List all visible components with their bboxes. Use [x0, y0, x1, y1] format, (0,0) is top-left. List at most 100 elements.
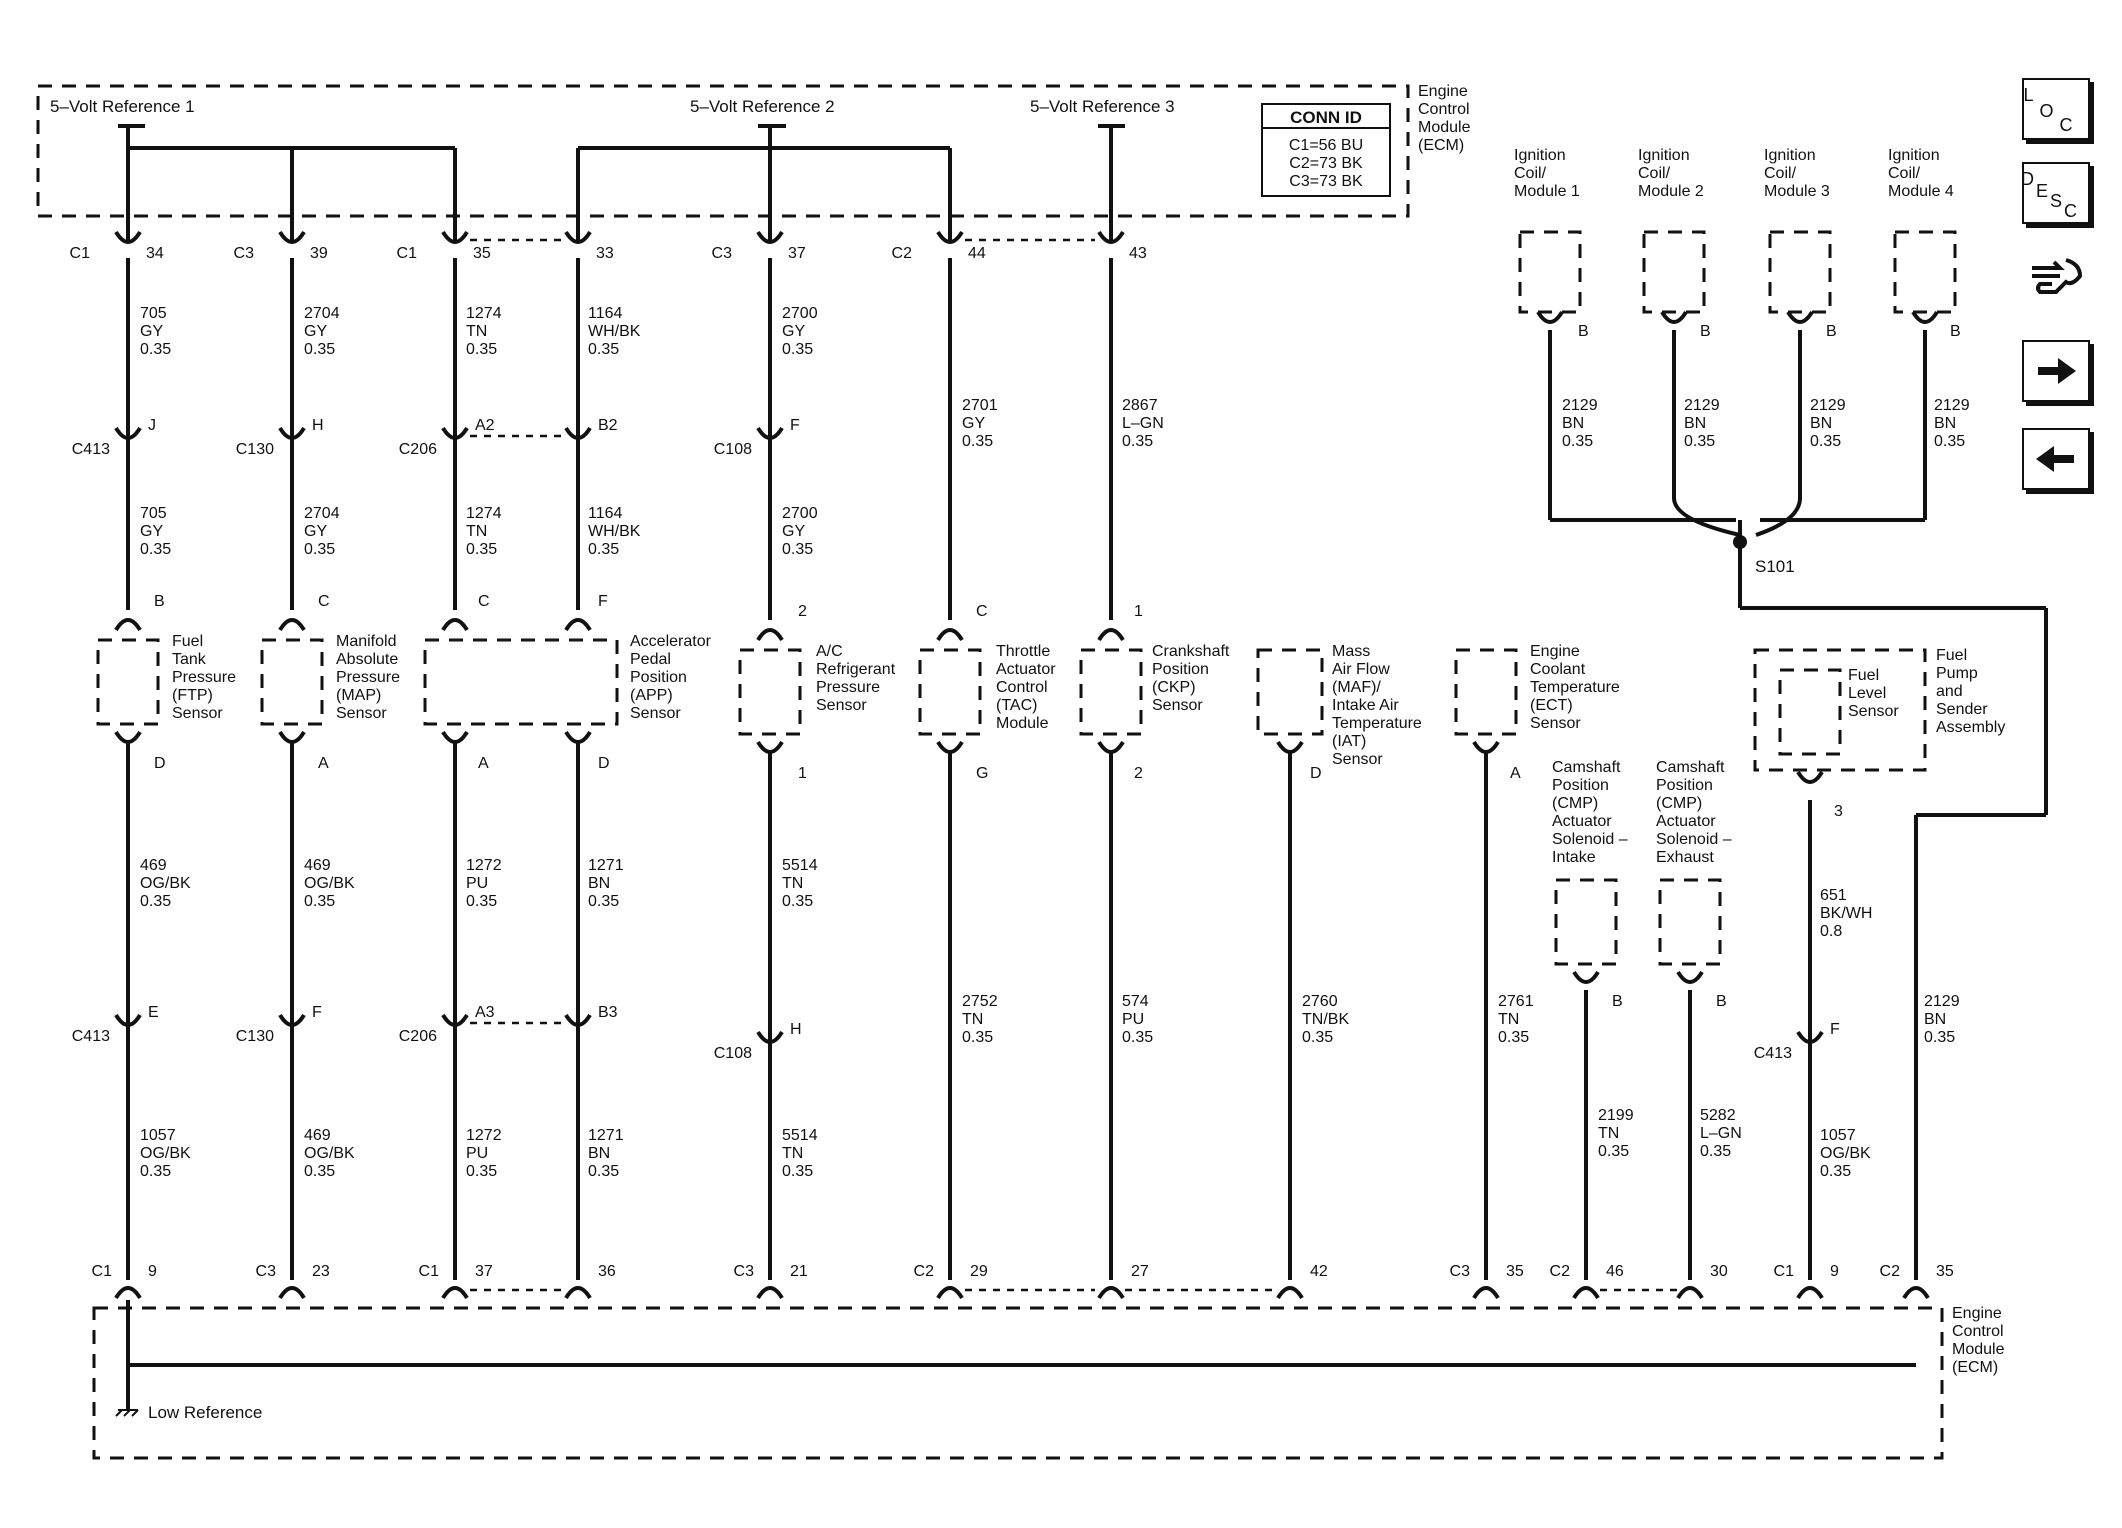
- connector-id: C3: [1450, 1263, 1471, 1280]
- component-label-coil1: Module 1: [1514, 183, 1580, 200]
- wire-label: 2199: [1598, 1107, 1634, 1124]
- connector-symbol: [441, 618, 469, 632]
- component-label-cmp_ex: Position: [1656, 777, 1713, 794]
- wire-label: BN: [1810, 415, 1832, 432]
- wire-label: 705: [140, 305, 167, 322]
- wire-label: 0.35: [466, 541, 497, 558]
- connector-symbol: [564, 730, 592, 744]
- loc-letter: O: [2039, 100, 2054, 121]
- component-label-ac: Refrigerant: [816, 661, 896, 678]
- wire-label: TN: [1598, 1125, 1619, 1142]
- connector-pin: 33: [596, 245, 614, 262]
- wire-label: OG/BK: [304, 1145, 355, 1162]
- wire-label: OG/BK: [140, 875, 191, 892]
- reference-bus: [118, 124, 1125, 240]
- connector-pin: 35: [473, 245, 491, 262]
- component-pin: B: [1950, 323, 1961, 340]
- ecm-bottom-label-1: Engine: [1952, 1305, 2002, 1322]
- inline-connector-id: C130: [236, 441, 274, 458]
- wire-label: 2761: [1498, 993, 1534, 1010]
- wire-label: 0.35: [1302, 1029, 1333, 1046]
- tools-button[interactable]: [2022, 246, 2086, 304]
- component-label-cmp_in: Position: [1552, 777, 1609, 794]
- connector-symbol: [114, 1286, 142, 1300]
- connector-id: C1: [1774, 1263, 1795, 1280]
- component-label-map: Pressure: [336, 669, 400, 686]
- conn-id-table: CONN ID C1=56 BU C2=73 BK C3=73 BK: [1261, 103, 1391, 197]
- connector-symbol: [564, 1286, 592, 1300]
- wire-label: OG/BK: [304, 875, 355, 892]
- connector-symbol: [441, 1013, 469, 1027]
- wire-label: 0.35: [782, 341, 813, 358]
- component-pin: D: [154, 755, 166, 772]
- arrow-left-icon: [2036, 446, 2074, 472]
- component-label-ect: Temperature: [1530, 679, 1620, 696]
- conn-id-row: C2=73 BK: [1289, 155, 1363, 172]
- wire-label: BK/WH: [1820, 905, 1872, 922]
- component-label-map: (MAP): [336, 687, 381, 704]
- component-label-ftp: (FTP): [172, 687, 213, 704]
- component-label-coil2: Module 2: [1638, 183, 1704, 200]
- inline-connector-id: C413: [72, 441, 110, 458]
- wire-label: 0.35: [466, 341, 497, 358]
- ecm-bottom-label-4: (ECM): [1952, 1359, 1998, 1376]
- component-label-maf: (IAT): [1332, 733, 1366, 750]
- ecm-top-box: [36, 84, 1410, 218]
- next-button[interactable]: [2022, 340, 2090, 402]
- connector-symbol: [441, 426, 469, 440]
- component-label-coil3: Coil/: [1764, 165, 1797, 182]
- component-label-fuel_pump: Sender: [1936, 701, 1988, 718]
- wire-label: 1164: [588, 505, 623, 522]
- component-label-ac: A/C: [816, 643, 843, 660]
- connector-symbol: [1786, 310, 1814, 324]
- wire-label: 0.35: [1684, 433, 1715, 450]
- previous-button[interactable]: [2022, 428, 2090, 490]
- connector-symbol: [278, 618, 306, 632]
- connector-symbol: [1472, 1286, 1500, 1300]
- ref2-label: 5–Volt Reference 2: [690, 97, 835, 116]
- inline-connector-pin: A2: [475, 417, 495, 434]
- component-label-app: Accelerator: [630, 633, 712, 650]
- connector-symbol: [1097, 628, 1125, 642]
- wire-label: GY: [140, 323, 163, 340]
- wire-label: WH/BK: [588, 323, 641, 340]
- connector-symbol: [441, 1286, 469, 1300]
- connector-symbol: [114, 730, 142, 744]
- wire-label: 2704: [304, 305, 340, 322]
- wire-label: 0.35: [304, 341, 335, 358]
- inline-connector-id: C108: [714, 441, 752, 458]
- component-label-ckp: Sensor: [1152, 697, 1203, 714]
- wire-label: 0.35: [304, 1163, 335, 1180]
- connector-id: C2: [1880, 1263, 1901, 1280]
- component-label-cmp_in: (CMP): [1552, 795, 1598, 812]
- connector-id: C3: [734, 1263, 755, 1280]
- loc-button[interactable]: L O C: [2022, 78, 2090, 140]
- inline-connector-pin: F: [312, 1004, 322, 1021]
- component-label-app: (APP): [630, 687, 673, 704]
- wire-label: BN: [1562, 415, 1584, 432]
- wire-label: 1272: [466, 1127, 502, 1144]
- component-label-ect: Coolant: [1530, 661, 1586, 678]
- loc-letter: L: [2023, 84, 2034, 105]
- connector-symbol: [1097, 1286, 1125, 1300]
- connector-id: C1: [419, 1263, 440, 1280]
- inline-connector-pin: J: [148, 417, 156, 434]
- connector-symbol: [1676, 1286, 1704, 1300]
- connector-pin: 42: [1310, 1263, 1328, 1280]
- desc-letter: S: [2050, 190, 2063, 211]
- component-pin: 2: [1134, 765, 1143, 782]
- wire-label: 574: [1122, 993, 1149, 1010]
- wire-label: 2701: [962, 397, 998, 414]
- component-pin: 1: [798, 765, 807, 782]
- wire-label: 1057: [1820, 1127, 1856, 1144]
- desc-letter: C: [2064, 200, 2078, 221]
- desc-button[interactable]: D E S C: [2021, 162, 2090, 224]
- wire-label: 5514: [782, 857, 818, 874]
- connector-pin: 27: [1131, 1263, 1149, 1280]
- wire-label: 0.35: [466, 1163, 497, 1180]
- component-pin: D: [598, 755, 610, 772]
- ref3-label: 5–Volt Reference 3: [1030, 97, 1175, 116]
- component-pin: B: [1612, 993, 1623, 1010]
- component-label-coil2: Coil/: [1638, 165, 1671, 182]
- wire-label: 0.35: [782, 541, 813, 558]
